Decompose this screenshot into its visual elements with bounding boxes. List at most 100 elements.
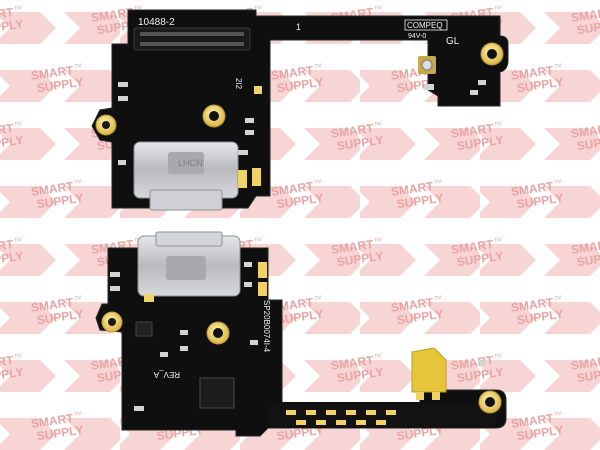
- watermark-line1: SMART: [270, 63, 315, 83]
- rating-sub-mark: MRC: [412, 41, 428, 48]
- watermark-line1: SMART: [330, 353, 375, 373]
- watermark-line2: SUPPLY: [336, 133, 384, 153]
- watermark-tm: TM: [14, 121, 22, 128]
- watermark-line1: SMART: [570, 121, 600, 141]
- watermark-line2: SUPPLY: [456, 133, 504, 153]
- watermark-line2: SUPPLY: [456, 249, 504, 269]
- watermark-line1: SMART: [450, 237, 495, 257]
- watermark-tm: TM: [494, 5, 502, 12]
- watermark-tm: TM: [554, 295, 562, 302]
- watermark-tm: TM: [14, 5, 22, 12]
- watermark-tm: TM: [374, 121, 382, 128]
- board-to-board-connector: [133, 27, 251, 51]
- watermark-tm: TM: [74, 63, 82, 70]
- watermark-line2: SUPPLY: [36, 423, 84, 443]
- watermark-tm: TM: [374, 353, 382, 360]
- watermark-tm: TM: [14, 353, 22, 360]
- pin-one-marker: 1: [296, 22, 301, 32]
- watermark-tm: TM: [74, 179, 82, 186]
- watermark-line2: SUPPLY: [276, 75, 324, 95]
- watermark-line1: SMART: [510, 179, 555, 199]
- watermark-line1: SMART: [30, 295, 75, 315]
- watermark-line1: SMART: [330, 121, 375, 141]
- watermark-tm: TM: [554, 63, 562, 70]
- watermark-tm: TM: [314, 63, 322, 70]
- watermark-line1: SMART: [570, 5, 600, 25]
- watermark-line2: SUPPLY: [516, 75, 564, 95]
- watermark-tm: TM: [494, 121, 502, 128]
- watermark-line2: SUPPLY: [396, 191, 444, 211]
- watermark-line2: SUPPLY: [336, 249, 384, 269]
- serial-label: SP20B0074I-4: [262, 300, 271, 353]
- watermark-tm: TM: [554, 411, 562, 418]
- watermark-line2: SUPPLY: [576, 133, 600, 153]
- watermark-tm: TM: [314, 179, 322, 186]
- watermark-line1: SMART: [30, 411, 75, 431]
- watermark-line1: SMART: [390, 179, 435, 199]
- lower-sub-board: SP20B0074I-4 REV_A: [95, 231, 507, 437]
- watermark-tm: TM: [14, 237, 22, 244]
- part-number-label: 10488-2: [138, 17, 175, 28]
- watermark-tm: TM: [374, 5, 382, 12]
- watermark-tm: TM: [494, 353, 502, 360]
- watermark-line2: SUPPLY: [276, 307, 324, 327]
- vendor-mark: COMPEQ: [407, 21, 443, 30]
- watermark-line1: SMART: [510, 411, 555, 431]
- connector-brand: LHCN: [178, 158, 203, 168]
- watermark-line2: SUPPLY: [576, 249, 600, 269]
- watermark-line2: SUPPLY: [396, 307, 444, 327]
- watermark-tm: TM: [254, 237, 262, 244]
- watermark-tm: TM: [254, 5, 262, 12]
- watermark-tm: TM: [494, 237, 502, 244]
- watermark-tm: TM: [74, 411, 82, 418]
- watermark-line1: SMART: [30, 63, 75, 83]
- date-code: 2I2: [234, 78, 243, 90]
- watermark-line2: SUPPLY: [516, 307, 564, 327]
- watermark-line1: SMART: [570, 237, 600, 257]
- watermark-tm: TM: [74, 295, 82, 302]
- watermark-line1: SMART: [510, 295, 555, 315]
- watermark-line2: SUPPLY: [516, 423, 564, 443]
- watermark-line2: SUPPLY: [456, 365, 504, 385]
- watermark-line2: SUPPLY: [576, 17, 600, 37]
- watermark-tm: TM: [434, 179, 442, 186]
- watermark-line2: SUPPLY: [36, 191, 84, 211]
- upper-sub-board: 10488-2 1 COMPEQ 94V-0 MRC GL 2I2 LHCN: [91, 9, 509, 211]
- kapton-tape: [411, 347, 447, 393]
- gl-mark: GL: [446, 36, 460, 47]
- watermark-line1: SMART: [450, 353, 495, 373]
- watermark-line1: SMART: [30, 179, 75, 199]
- watermark-tm: TM: [554, 179, 562, 186]
- watermark-line1: SMART: [510, 63, 555, 83]
- watermark-line2: SUPPLY: [336, 365, 384, 385]
- watermark-line1: SMART: [450, 121, 495, 141]
- watermark-line2: SUPPLY: [516, 191, 564, 211]
- watermark-tm: TM: [434, 295, 442, 302]
- watermark-tm: TM: [374, 237, 382, 244]
- watermark-line1: SMART: [570, 353, 600, 373]
- watermark-line2: SUPPLY: [576, 365, 600, 385]
- watermark-line2: SUPPLY: [36, 307, 84, 327]
- watermark-line1: SMART: [90, 5, 135, 25]
- watermark-line2: SUPPLY: [36, 75, 84, 95]
- revision-label: REV_A: [153, 370, 180, 379]
- ic-chip: [199, 377, 235, 409]
